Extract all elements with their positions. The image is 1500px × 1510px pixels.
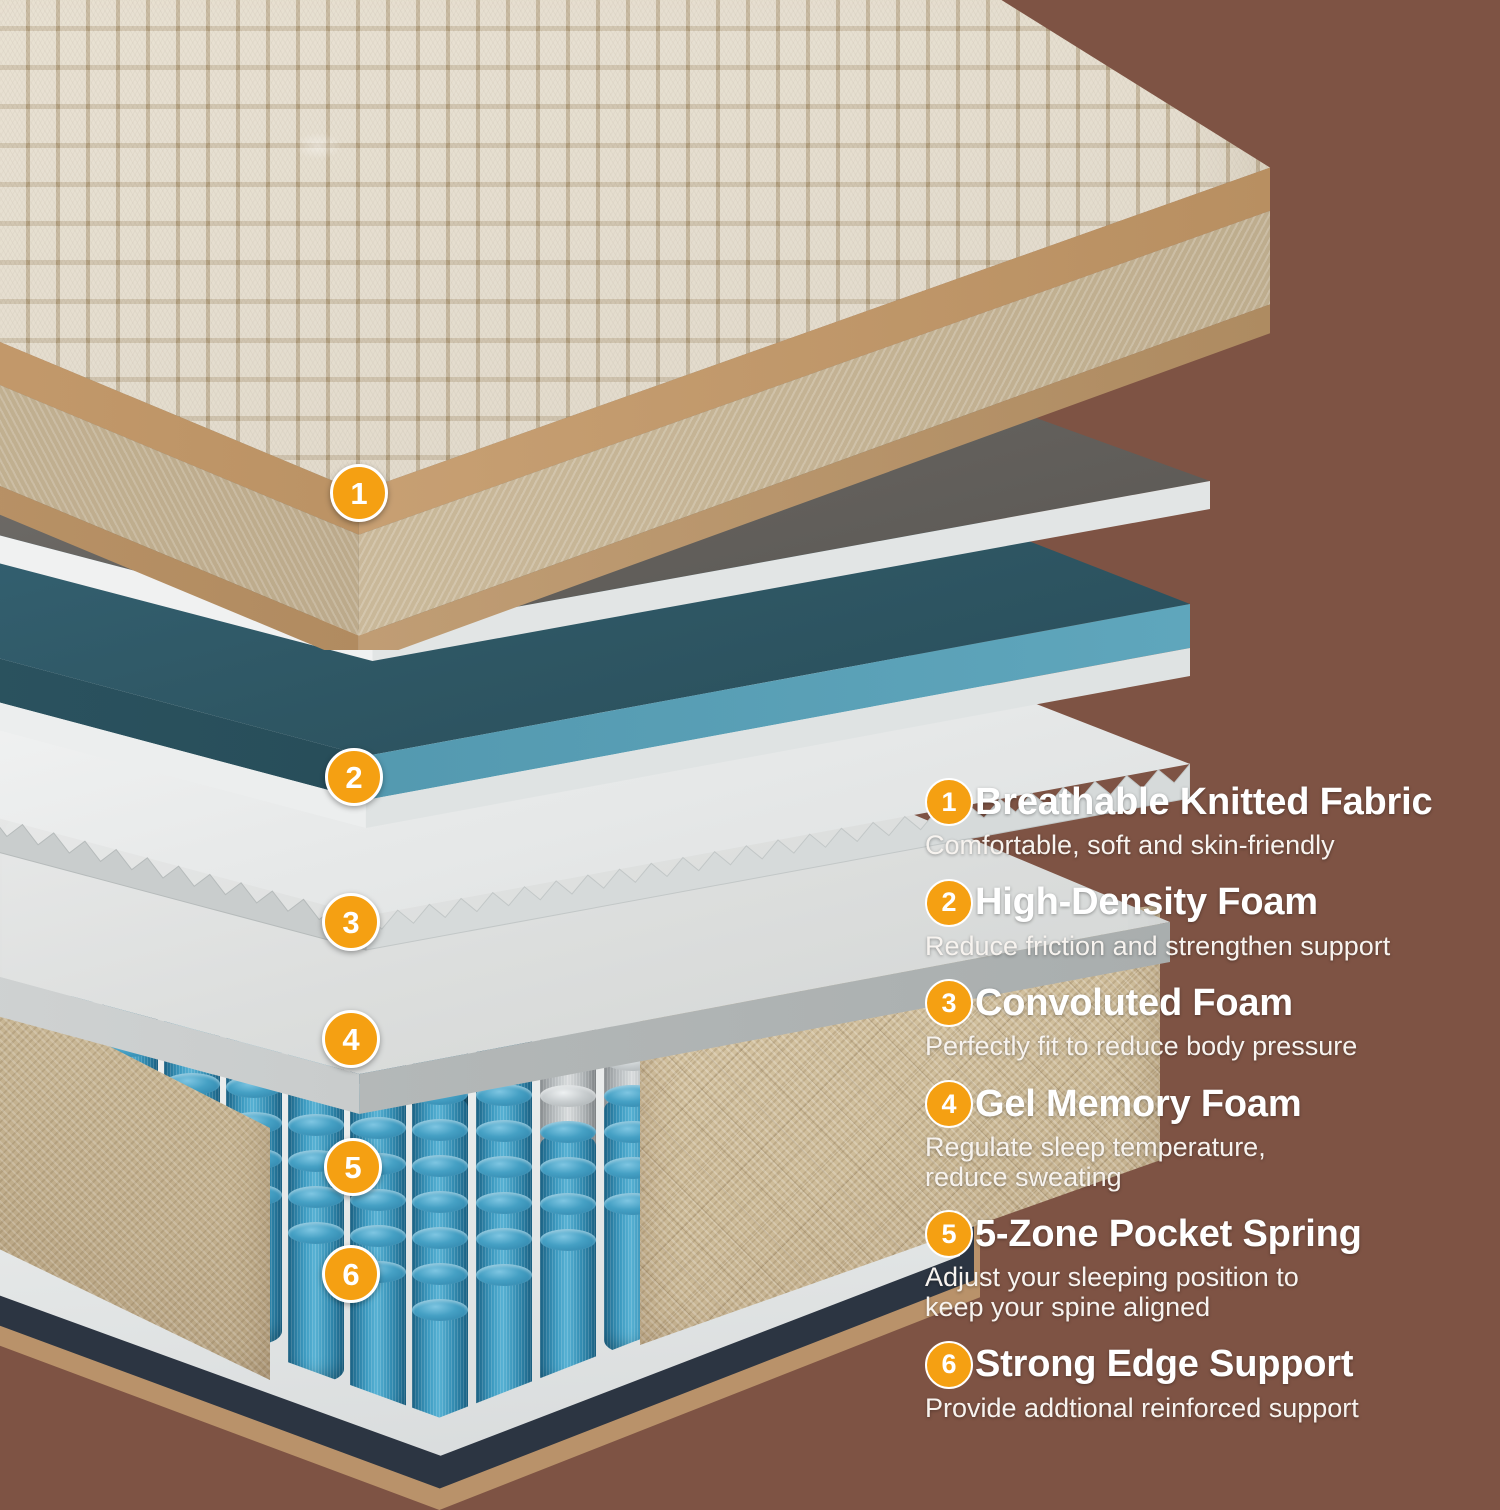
legend-head-3: 3 Convoluted Foam (925, 979, 1500, 1028)
layer-badge-5: 5 (324, 1138, 382, 1196)
legend-title-4: Gel Memory Foam (975, 1082, 1302, 1125)
layer-badge-2: 2 (325, 748, 383, 806)
legend-item-6: 6 Strong Edge Support Provide addtional … (925, 1340, 1500, 1424)
legend-item-3: 3 Convoluted Foam Perfectly fit to reduc… (925, 979, 1500, 1062)
legend-title-5: 5-Zone Pocket Spring (975, 1212, 1362, 1255)
legend-title-2: High-Density Foam (975, 881, 1318, 924)
legend-item-4: 4 Gel Memory Foam Regulate sleep tempera… (925, 1080, 1500, 1192)
legend: 1 Breathable Knitted Fabric Comfortable,… (925, 778, 1500, 1442)
legend-badge-4: 4 (925, 1080, 973, 1129)
legend-head-1: 1 Breathable Knitted Fabric (925, 778, 1500, 826)
legend-head-2: 2 High-Density Foam (925, 878, 1500, 927)
layer-badge-4: 4 (322, 1010, 380, 1068)
legend-desc-6: Provide addtional reinforced support (925, 1392, 1359, 1423)
legend-badge-6: 6 (925, 1340, 973, 1389)
layer-badge-6: 6 (322, 1245, 380, 1303)
legend-item-2: 2 High-Density Foam Reduce friction and … (925, 878, 1500, 962)
legend-badge-2: 2 (925, 878, 973, 927)
layer-badge-1: 1 (330, 464, 388, 522)
legend-desc-3: Perfectly fit to reduce body pressure (925, 1031, 1358, 1062)
legend-head-4: 4 Gel Memory Foam (925, 1080, 1500, 1129)
legend-desc-2: Reduce friction and strengthen support (925, 930, 1391, 961)
legend-badge-3: 3 (925, 979, 973, 1028)
legend-badge-1: 1 (925, 778, 973, 826)
legend-head-6: 6 Strong Edge Support (925, 1340, 1500, 1389)
pocket-spring (412, 1299, 468, 1418)
pocket-spring (540, 1228, 596, 1390)
legend-desc-5: Adjust your sleeping position to keep yo… (925, 1262, 1299, 1323)
legend-badge-5: 5 (925, 1210, 973, 1259)
layer-badge-3: 3 (322, 893, 380, 951)
legend-item-1: 1 Breathable Knitted Fabric Comfortable,… (925, 778, 1500, 861)
legend-title-1: Breathable Knitted Fabric (975, 780, 1433, 823)
legend-desc-1: Comfortable, soft and skin-friendly (925, 830, 1335, 860)
legend-title-3: Convoluted Foam (975, 981, 1293, 1024)
legend-item-5: 5 5-Zone Pocket Spring Adjust your sleep… (925, 1210, 1500, 1322)
legend-desc-4: Regulate sleep temperature, reduce sweat… (925, 1132, 1266, 1192)
legend-title-6: Strong Edge Support (975, 1343, 1354, 1386)
layer-knitted-cover (0, 0, 1270, 650)
legend-head-5: 5 5-Zone Pocket Spring (925, 1210, 1500, 1259)
